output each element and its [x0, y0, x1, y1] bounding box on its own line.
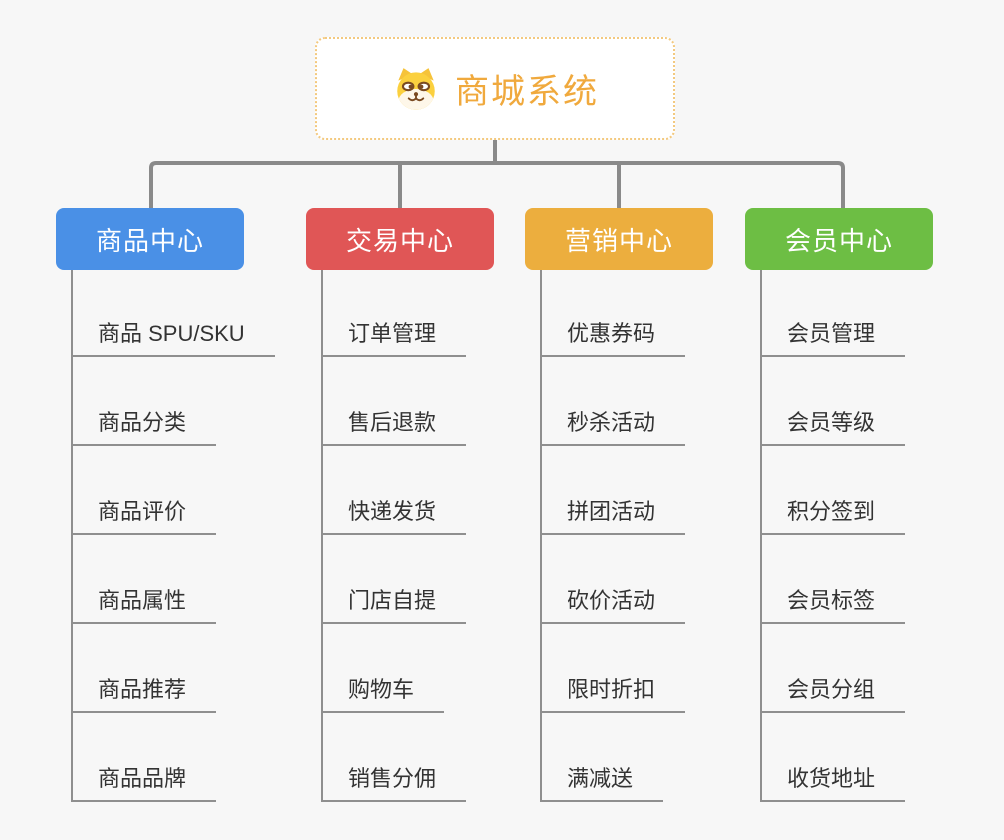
child-node[interactable]: 限时折扣 — [540, 669, 686, 713]
branch-node[interactable]: 营销中心 — [525, 208, 713, 270]
branch-trunk-line — [540, 270, 542, 800]
child-node[interactable]: 商品推荐 — [71, 669, 217, 713]
child-node[interactable]: 拼团活动 — [540, 491, 686, 535]
child-node[interactable]: 满减送 — [540, 758, 664, 802]
child-node[interactable]: 售后退款 — [321, 402, 467, 446]
child-node[interactable]: 秒杀活动 — [540, 402, 686, 446]
dog-icon — [391, 66, 441, 112]
child-node[interactable]: 订单管理 — [321, 313, 467, 357]
child-node[interactable]: 会员分组 — [760, 669, 906, 713]
branch-node[interactable]: 会员中心 — [745, 208, 933, 270]
branch-label: 会员中心 — [784, 225, 893, 256]
child-node[interactable]: 快递发货 — [321, 491, 467, 535]
child-node[interactable]: 积分签到 — [760, 491, 906, 535]
child-node[interactable]: 门店自提 — [321, 580, 467, 624]
child-node[interactable]: 销售分佣 — [321, 758, 467, 802]
branch-trunk-line — [321, 270, 323, 800]
branch-rail-line — [149, 161, 845, 210]
branch-label: 商品中心 — [95, 225, 204, 256]
root-node[interactable]: 商城系统 — [315, 37, 675, 140]
child-node[interactable]: 优惠券码 — [540, 313, 686, 357]
child-node[interactable]: 商品属性 — [71, 580, 217, 624]
child-node[interactable]: 购物车 — [321, 669, 445, 713]
child-node[interactable]: 收货地址 — [760, 758, 906, 802]
child-node[interactable]: 商品品牌 — [71, 758, 217, 802]
branch-trunk-line — [760, 270, 762, 800]
branch-node[interactable]: 商品中心 — [56, 208, 244, 270]
child-node[interactable]: 商品 SPU/SKU — [71, 313, 275, 357]
branch-trunk-line — [71, 270, 73, 800]
child-node[interactable]: 商品分类 — [71, 402, 217, 446]
root-title: 商城系统 — [455, 73, 599, 111]
branch-label: 交易中心 — [345, 225, 454, 256]
child-node[interactable]: 商品评价 — [71, 491, 217, 535]
child-node[interactable]: 砍价活动 — [540, 580, 686, 624]
child-node[interactable]: 会员管理 — [760, 313, 906, 357]
branch-node[interactable]: 交易中心 — [306, 208, 494, 270]
child-node[interactable]: 会员等级 — [760, 402, 906, 446]
child-node[interactable]: 会员标签 — [760, 580, 906, 624]
branch-label: 营销中心 — [564, 225, 673, 256]
